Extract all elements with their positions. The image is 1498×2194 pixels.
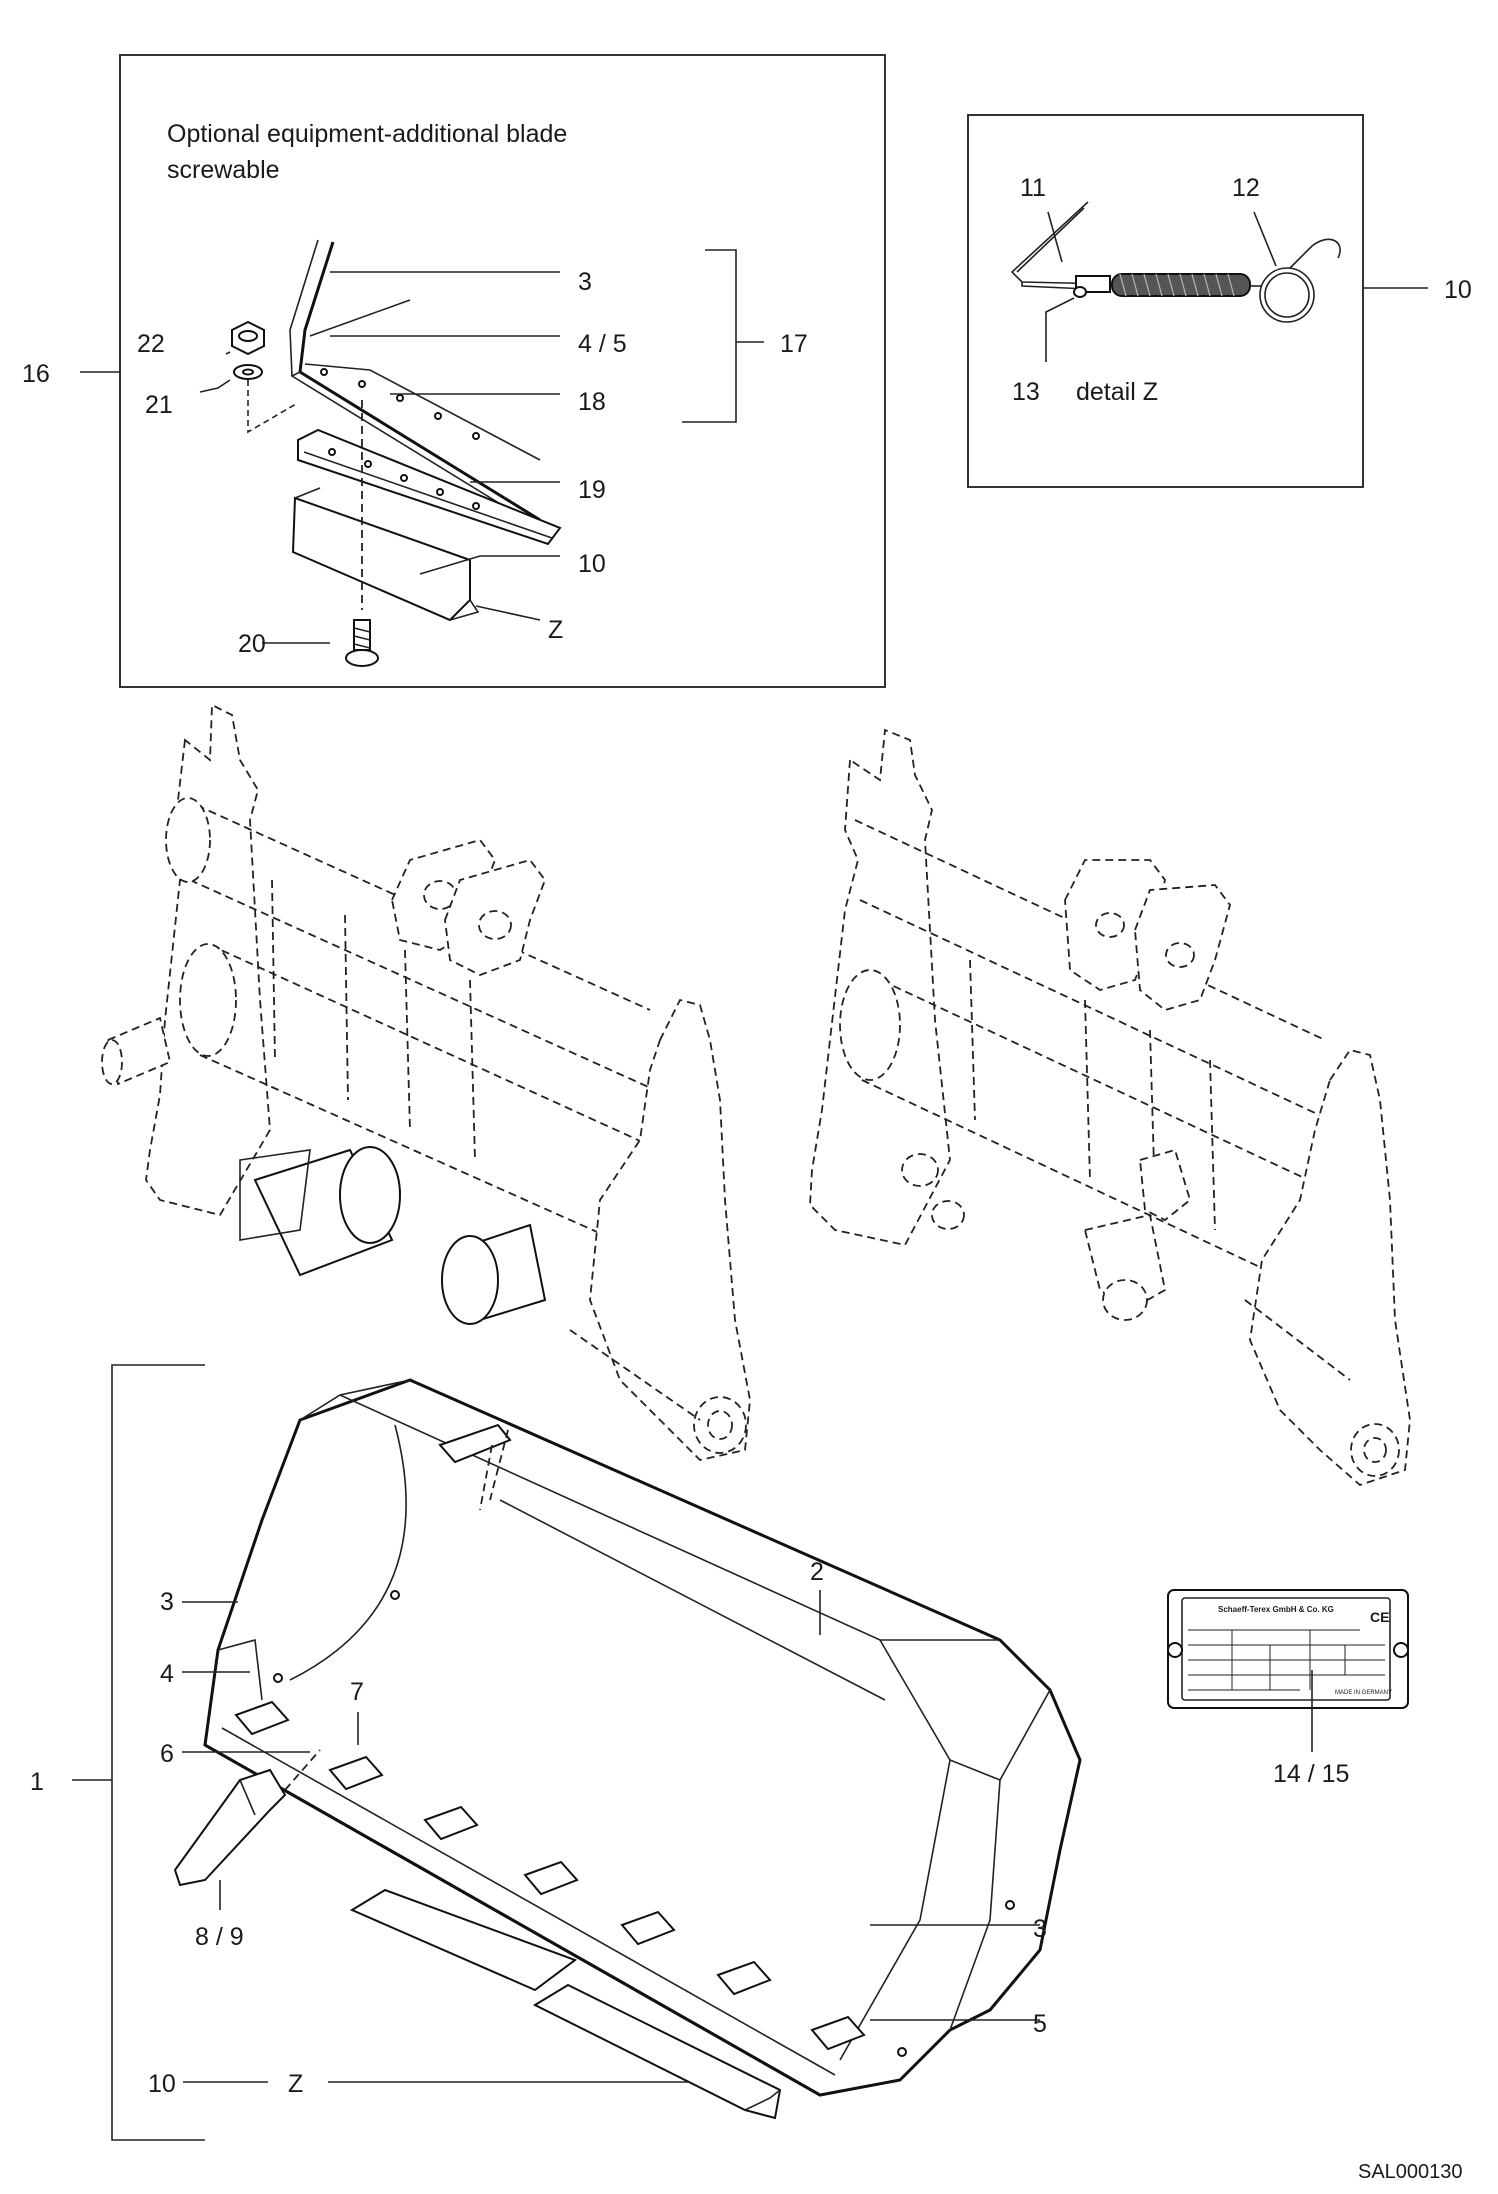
callout-1: 1 — [30, 1768, 44, 1796]
quick-hitch-frame-hydraulic — [101, 703, 751, 1461]
inset-title-line1: Optional equipment-additional blade — [167, 120, 567, 148]
callout-10-inset: 10 — [578, 550, 606, 578]
teeth-sockets — [234, 1700, 866, 2051]
plate-made-in: MADE IN GERMANY — [1335, 1690, 1392, 1696]
callout-z-bucket: Z — [288, 2070, 303, 2098]
detail-frame — [967, 114, 1364, 488]
wear-strip — [291, 487, 480, 622]
plate-maker: Schaeff-Terex GmbH & Co. KG — [1218, 1605, 1334, 1614]
callout-17: 17 — [780, 330, 808, 358]
callout-3-inset: 3 — [578, 268, 592, 296]
bucket-tooth — [173, 1749, 321, 1887]
callout-7: 7 — [350, 1678, 364, 1706]
callout-12: 12 — [1232, 174, 1260, 202]
callout-13: 13 — [1012, 378, 1040, 406]
callout-20: 20 — [238, 630, 266, 658]
inset-detail-z: 11 12 13 detail Z 10 — [967, 114, 1472, 488]
inset-additional-blade: Optional equipment-additional blade scre… — [22, 54, 886, 688]
callout-19: 19 — [578, 476, 606, 504]
callout-4-5: 4 / 5 — [578, 330, 627, 358]
callout-6: 6 — [160, 1740, 174, 1768]
washer — [233, 364, 263, 380]
callout-16: 16 — [22, 360, 50, 388]
bolt — [345, 400, 379, 667]
nut — [231, 320, 265, 356]
callout-14-15: 14 / 15 — [1273, 1760, 1349, 1788]
callout-z-inset: Z — [548, 616, 563, 644]
callout-11: 11 — [1020, 174, 1046, 202]
callout-10-detail: 10 — [1444, 276, 1472, 304]
callout-21: 21 — [145, 391, 173, 419]
callout-4: 4 — [160, 1660, 174, 1688]
callout-5: 5 — [1033, 2010, 1047, 2038]
inset-frame — [119, 54, 886, 688]
callout-18: 18 — [578, 388, 606, 416]
loose-wear-strips — [349, 1888, 782, 2120]
callout-10-bucket: 10 — [148, 2070, 176, 2098]
additional-blade — [297, 428, 562, 546]
inset-title-line2: screwable — [167, 156, 280, 184]
callout-3-right: 3 — [1033, 1915, 1047, 1943]
drawing-code: SAL000130 — [1358, 2161, 1463, 2183]
callout-8-9: 8 / 9 — [195, 1923, 244, 1951]
detail-z-caption: detail Z — [1076, 378, 1158, 406]
callout-3-bucket: 3 — [160, 1588, 174, 1616]
bucket — [203, 1378, 1082, 2097]
callout-22: 22 — [137, 330, 165, 358]
quick-hitch-frame-mechanical — [809, 728, 1411, 1487]
type-plate: Schaeff-Terex GmbH & Co. KG CE MADE IN G… — [1167, 1589, 1409, 1752]
callout-2: 2 — [810, 1558, 824, 1586]
plate-ce-mark: CE — [1370, 1609, 1389, 1625]
